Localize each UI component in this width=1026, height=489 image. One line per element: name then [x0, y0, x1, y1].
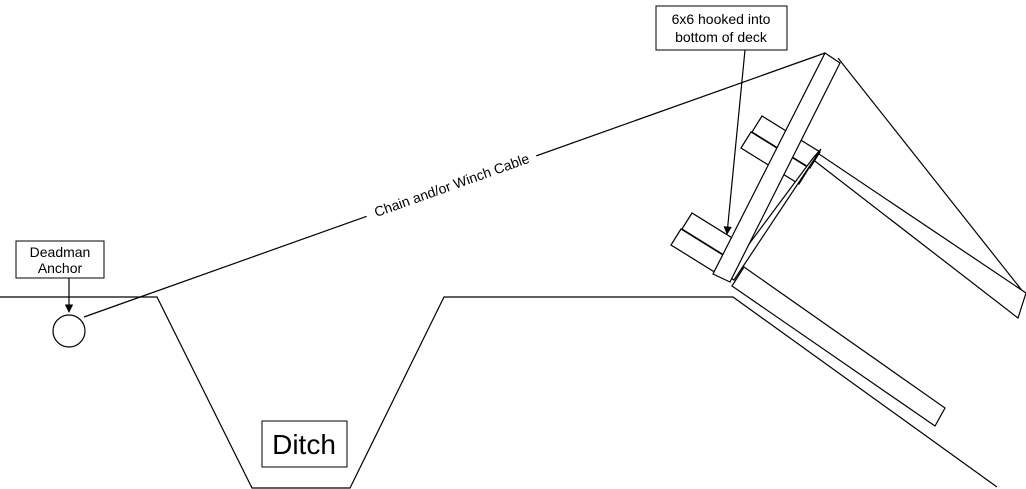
ground-profile — [0, 296, 998, 489]
upper-deck-beam — [797, 147, 1026, 319]
deadman-anchor — [52, 314, 86, 348]
diagonal-post — [725, 148, 822, 281]
ditch-label-box — [261, 420, 348, 468]
main-6x6-post — [712, 52, 841, 283]
lower-beam — [731, 266, 946, 427]
deadman-label-line1: Deadman — [30, 244, 91, 260]
hook-arrow — [723, 49, 746, 235]
brace-line — [837, 57, 1025, 294]
hook-label-line1: 6x6 hooked into — [672, 11, 771, 27]
ditch-label: Ditch — [272, 429, 336, 460]
hook-label-box — [655, 5, 788, 51]
cable-label-bg — [354, 121, 546, 244]
deadman-label-line2: Anchor — [38, 260, 83, 276]
hook-label-line2: bottom of deck — [675, 29, 768, 45]
deadman-label-box — [15, 240, 105, 279]
